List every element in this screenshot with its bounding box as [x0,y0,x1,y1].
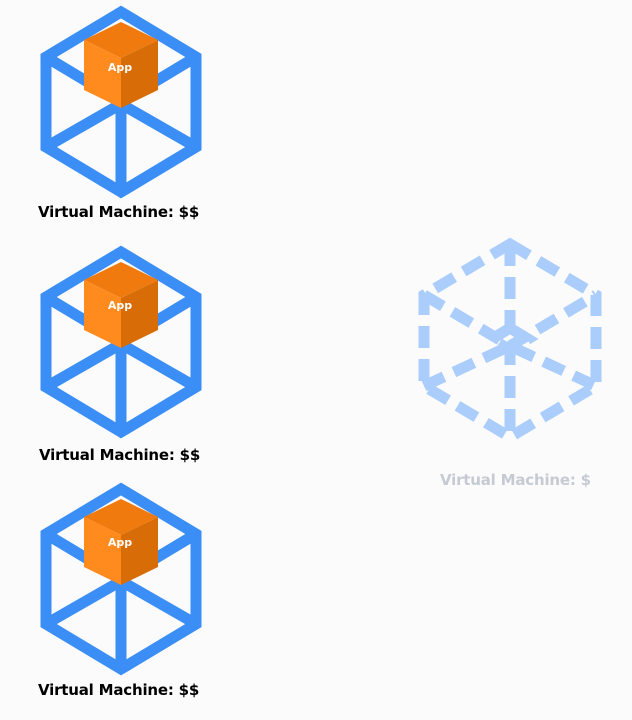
vm-label: Virtual Machine: $$ [39,446,201,464]
vm-group-provisioning: Virtual Machine: $ [390,232,630,502]
vm-label: Virtual Machine: $$ [38,203,200,221]
app-cube-icon: App [84,262,158,348]
dashed-cube-wireframe-icon [418,237,602,444]
vm-group-3: App Virtual Machine: $$ [0,477,240,707]
app-cube-icon: App [84,499,158,585]
vm-label-provisioning: Virtual Machine: $ [440,471,591,489]
vm-group-2: App Virtual Machine: $$ [0,240,240,470]
cube-wireframe-icon: App [40,482,202,676]
cube-wireframe-icon: App [40,245,202,439]
app-label: App [108,536,132,549]
vm-group-1: App Virtual Machine: $$ [0,0,240,230]
vm-label: Virtual Machine: $$ [38,681,200,699]
app-label: App [108,299,132,312]
app-label: App [108,61,132,74]
cube-wireframe-icon: App [40,5,202,199]
app-cube-icon: App [84,22,158,108]
